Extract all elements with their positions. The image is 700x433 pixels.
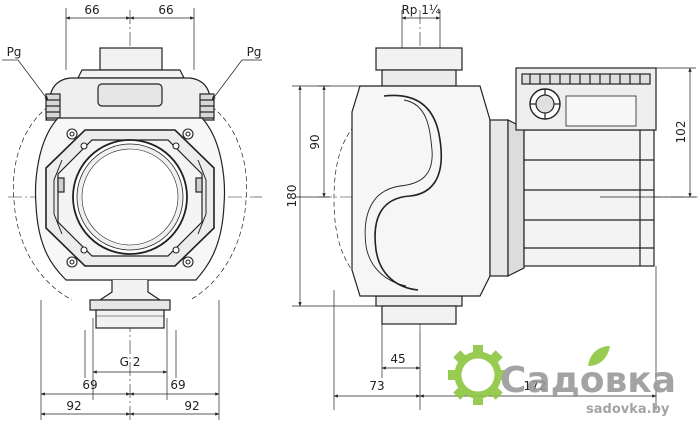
dim-69-right: 69 — [170, 378, 185, 392]
dim-180: 180 — [285, 185, 299, 208]
dim-66-right: 66 — [158, 3, 173, 17]
dim-90: 90 — [308, 134, 322, 149]
dim-102: 102 — [674, 121, 688, 144]
side-view-labels: Rp 1¼ 180 90 102 45 73 172 — [285, 3, 688, 393]
dim-172: 172 — [524, 379, 547, 393]
watermark-site: sadovka.by — [586, 402, 670, 417]
gear-icon — [448, 345, 508, 405]
side-view-dimensions — [292, 10, 696, 410]
sadovka-watermark: Садовка sadovka.by — [448, 345, 676, 417]
side-view — [318, 10, 698, 330]
front-view-dimensions — [2, 8, 262, 420]
watermark-brand: Садовка — [500, 360, 676, 401]
front-view — [8, 10, 262, 420]
label-g-thread: G 2 — [120, 355, 141, 369]
front-view-labels: 66 66 Pg Pg G 2 69 69 92 92 — [7, 3, 262, 413]
dim-45: 45 — [390, 352, 405, 366]
dim-69-left: 69 — [82, 378, 97, 392]
label-pg-right: Pg — [247, 45, 262, 59]
leaf-icon — [588, 346, 610, 366]
dim-73: 73 — [369, 379, 384, 393]
label-rp-thread: Rp 1¼ — [401, 3, 440, 17]
dim-92-right: 92 — [184, 399, 199, 413]
label-pg-left: Pg — [7, 45, 22, 59]
dim-66-left: 66 — [84, 3, 99, 17]
dim-92-left: 92 — [66, 399, 81, 413]
